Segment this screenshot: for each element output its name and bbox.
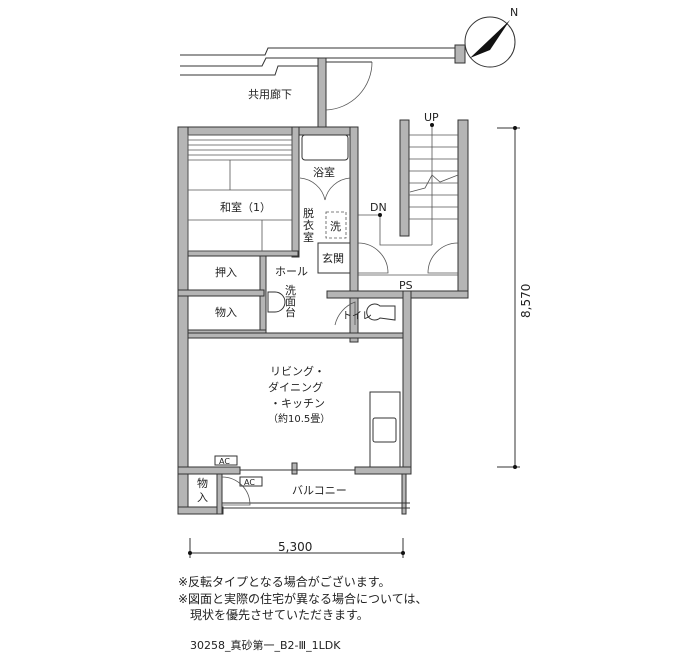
washer-label: 洗 — [330, 220, 341, 233]
ac-box-1 — [214, 455, 238, 466]
ldk-label-1: リビング・ — [270, 364, 325, 378]
washbasin-label-3: 台 — [285, 305, 296, 319]
dimension-depth: 8,570 — [497, 126, 533, 469]
stair-door — [427, 242, 459, 274]
ps-label: PS — [399, 279, 413, 292]
hall-label: ホール — [275, 265, 308, 278]
closet-label: 押入 — [215, 265, 237, 279]
bath-door — [299, 177, 351, 201]
entrance-box — [317, 242, 351, 274]
ldk-label-4: （約10.5畳） — [268, 412, 330, 425]
dressing-label-1: 脱 — [303, 206, 314, 220]
up-label: UP — [424, 111, 439, 124]
ac-box-2 — [239, 476, 263, 487]
washbasin-icon — [267, 291, 286, 313]
toilet-door — [334, 301, 356, 326]
bathtub — [301, 134, 349, 161]
ldk-label-3: ・キッチン — [270, 397, 325, 410]
entrance-label: 玄関 — [322, 251, 344, 265]
storage-door — [221, 476, 251, 506]
storage2-label-2: 入 — [197, 491, 208, 504]
width-label: 5,300 — [278, 540, 312, 554]
note-3: 現状を優先させていただきます。 — [178, 608, 369, 622]
kitchen-counter — [369, 391, 401, 468]
ldk-label-2: ダイニング — [268, 380, 323, 394]
storage2-label-1: 物 — [197, 476, 208, 490]
note-1: ※反転タイプとなる場合がございます。 — [178, 575, 391, 589]
toilet-icon — [366, 303, 396, 321]
dn-label: DN — [370, 201, 387, 214]
balcony-label: バルコニー — [292, 484, 347, 497]
note-2: ※図面と実際の住宅が異なる場合については、 — [178, 592, 428, 606]
depth-label: 8,570 — [519, 284, 533, 318]
dressing-label-2: 衣 — [303, 218, 314, 232]
footer-id: 30258_真砂第一_B2-Ⅲ_1LDK — [190, 639, 341, 652]
dimension-width: 5,300 — [188, 538, 405, 558]
sink-icon — [372, 417, 397, 443]
dressing-label-3: 室 — [303, 230, 314, 244]
corridor-label: 共用廊下 — [248, 87, 292, 101]
compass-north-label: N — [510, 6, 518, 19]
stairs — [358, 123, 459, 246]
toilet-label: トイレ — [342, 311, 372, 322]
storage-label: 物入 — [215, 305, 237, 319]
ac-label-1: AC — [219, 457, 230, 466]
ac-label-2: AC — [244, 478, 255, 487]
walls — [177, 119, 469, 515]
washbasin-label-2: 面 — [285, 295, 296, 308]
tatami — [187, 134, 293, 252]
bath-label: 浴室 — [313, 165, 335, 179]
corridor — [180, 44, 466, 129]
compass-icon: N — [464, 6, 518, 68]
entrance-door — [357, 242, 389, 274]
washer-space — [325, 211, 347, 239]
washitsu-label: 和室（1） — [220, 200, 271, 214]
washbasin-label-1: 洗 — [285, 284, 296, 297]
